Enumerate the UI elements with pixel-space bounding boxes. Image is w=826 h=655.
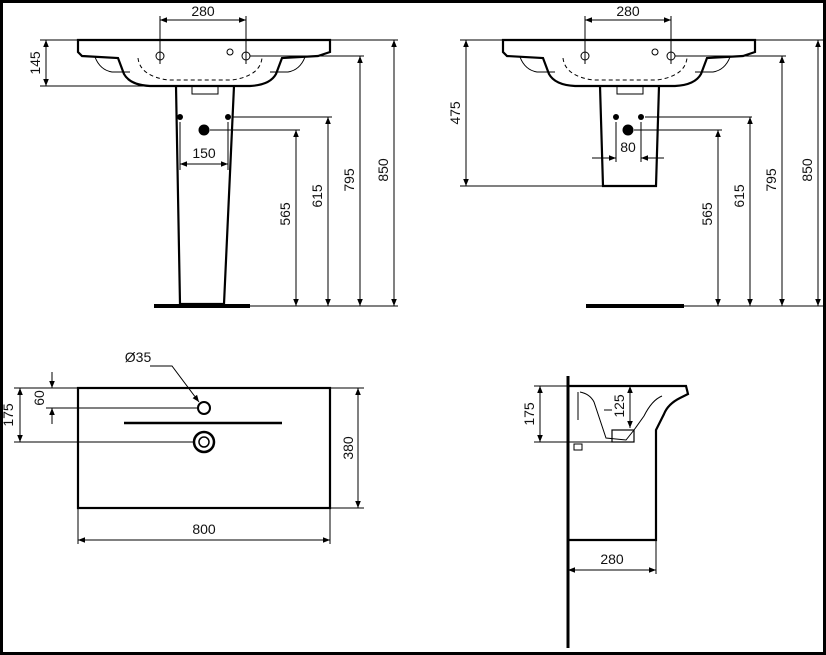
basin-outline: [76, 38, 332, 88]
dim-tap-spacing-2: 280: [616, 3, 640, 19]
dim-waste-offset: 175: [0, 403, 16, 427]
dim-basin-depth: 145: [27, 51, 43, 75]
dim-projection: 280: [600, 551, 624, 567]
dim-overflow: 125: [611, 394, 627, 418]
pedestal-outline: [174, 85, 236, 306]
side-view: 175 125 280: [521, 376, 690, 648]
dim-waste-spacing: 150: [192, 145, 216, 161]
basin-plan-outline: [76, 386, 332, 510]
semi-pedestal-outline: [598, 85, 661, 188]
front-semi-pedestal-view: 280 475 80 565 615 795 850: [447, 3, 824, 308]
basin-outline-2: [501, 38, 757, 88]
waste-hole: [192, 430, 216, 454]
dim-depth: 380: [340, 436, 356, 460]
dim-waste-height-2: 565: [699, 202, 715, 226]
dim-waste-height: 565: [277, 202, 293, 226]
dim-rim-height: 795: [341, 168, 357, 192]
dim-tap-hole: Ø35: [125, 349, 152, 365]
dim-supply-height-2: 615: [731, 184, 747, 208]
tap-hole: [197, 401, 211, 415]
dim-overall-height-2: 850: [799, 158, 815, 182]
dim-supply-height: 615: [309, 184, 325, 208]
dim-semi-pedestal-height: 475: [447, 101, 463, 125]
basin-side-outline: [568, 384, 690, 542]
front-pedestal-view: 280 145 150 565 615 795 850: [27, 3, 398, 308]
dim-waste-spacing-2: 80: [620, 139, 636, 155]
dim-rim-height-2: 795: [763, 168, 779, 192]
dim-tap-offset: 60: [31, 390, 47, 406]
dim-bowl-depth: 175: [521, 402, 537, 426]
dim-overall-height: 850: [375, 158, 391, 182]
dim-width: 800: [192, 521, 216, 537]
plan-view: Ø35 60 175 380 800: [0, 349, 364, 544]
dim-tap-spacing: 280: [191, 3, 215, 19]
